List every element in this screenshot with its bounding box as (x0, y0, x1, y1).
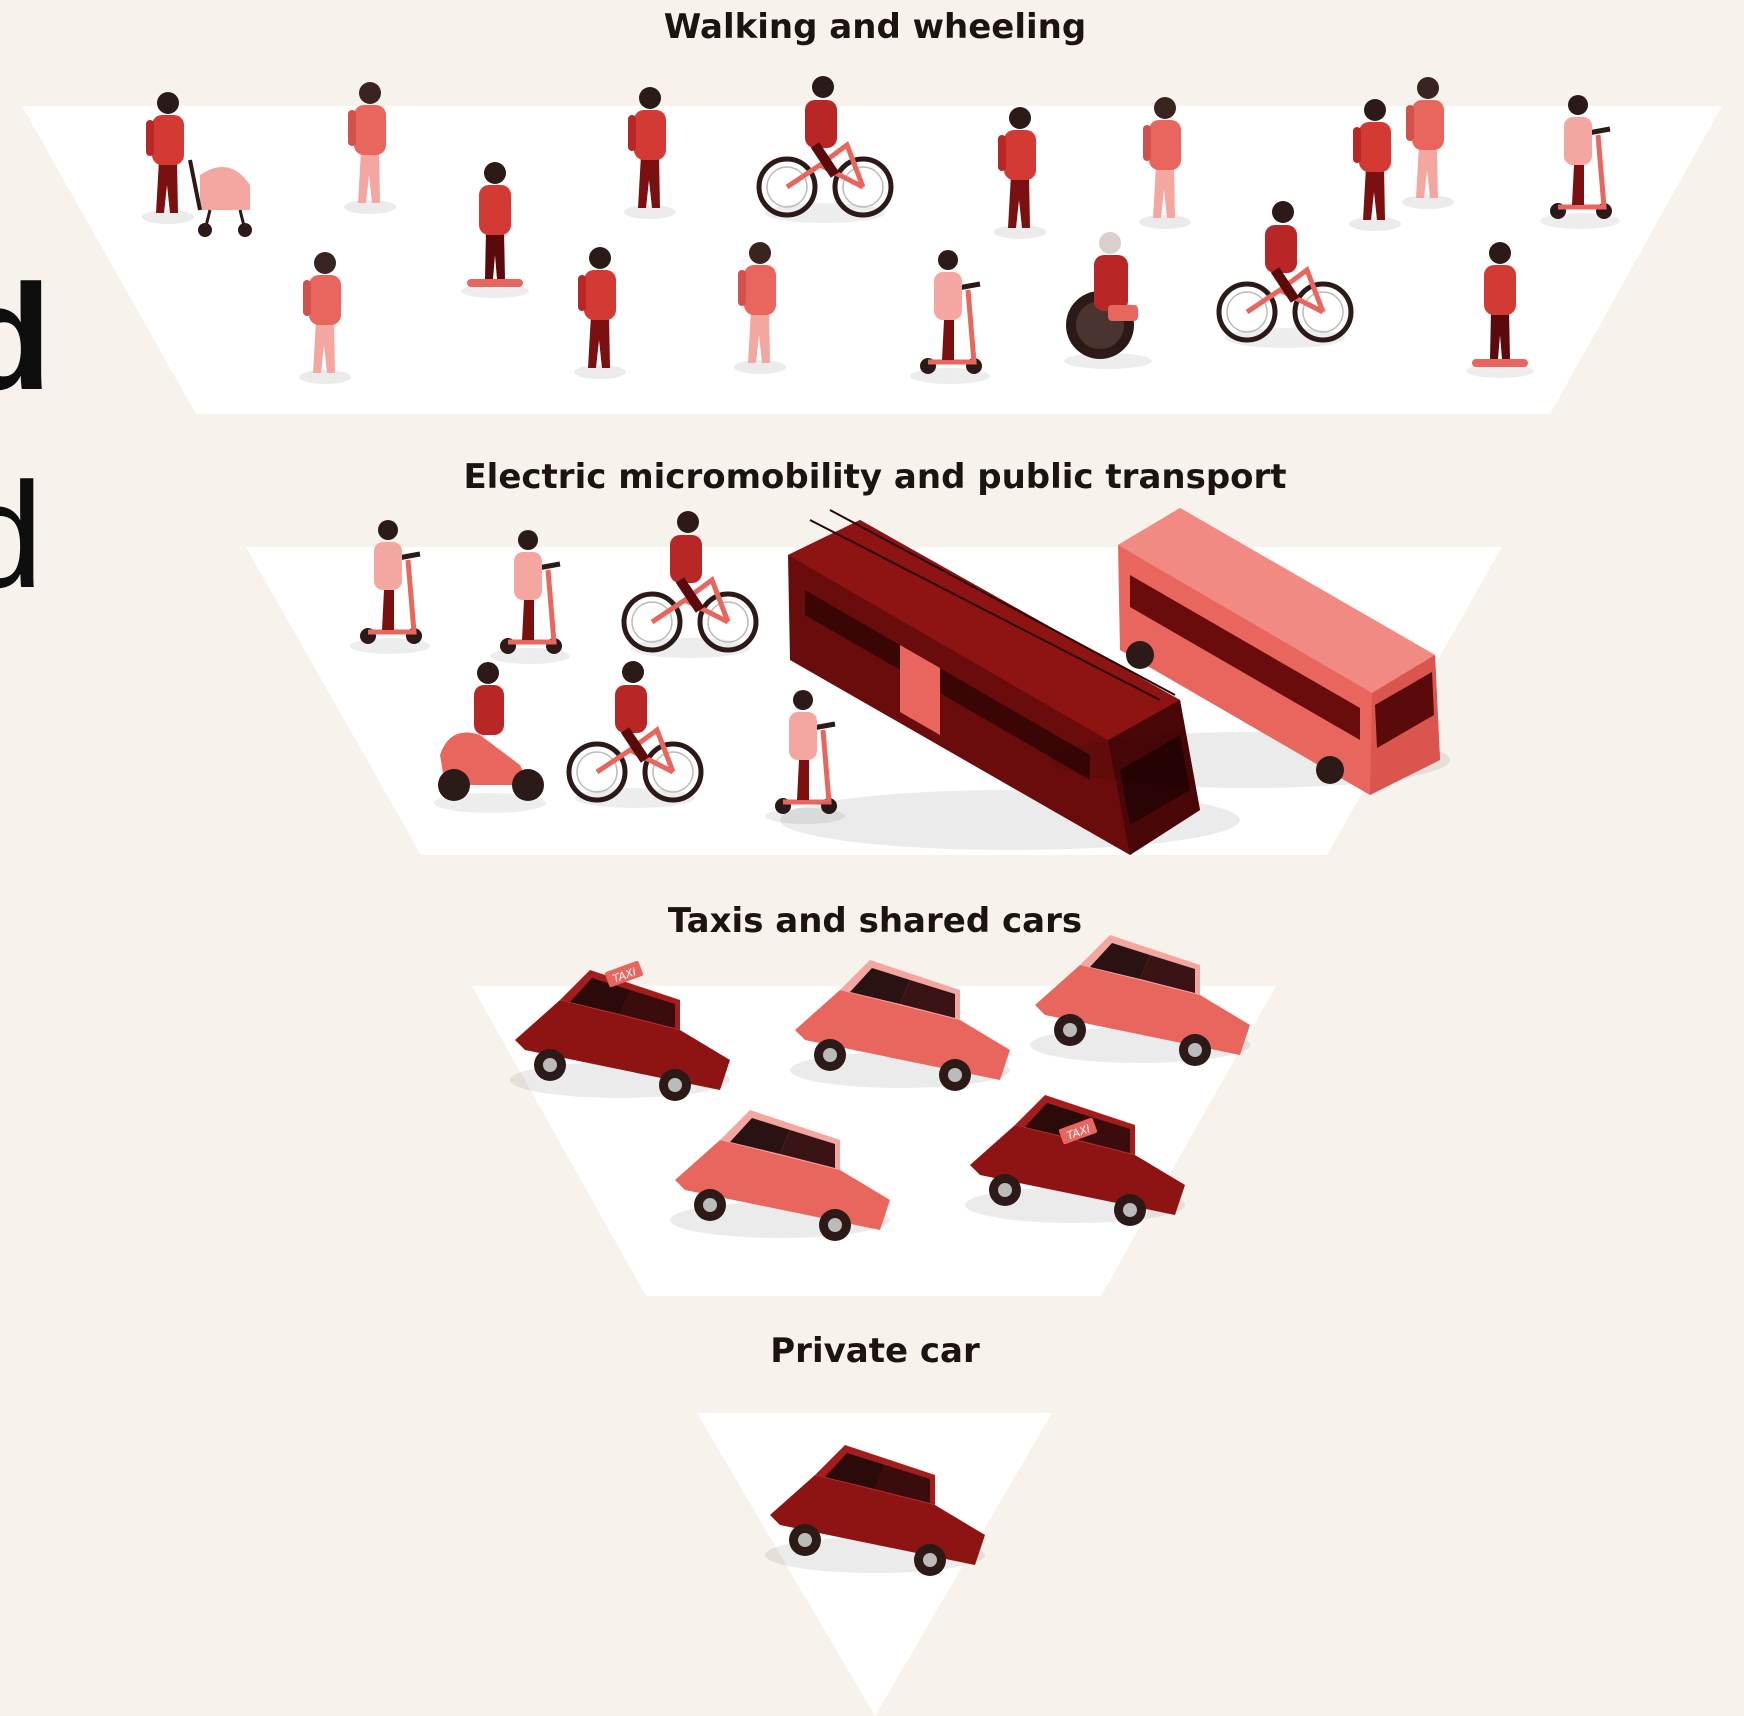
tier-4-label: Private car (770, 1331, 980, 1371)
tier-1-band (22, 106, 1722, 414)
tier-3-label: Taxis and shared cars (668, 901, 1082, 941)
tier-2-label: Electric micromobility and public transp… (463, 457, 1286, 497)
tier-1-label: Walking and wheeling (664, 7, 1086, 47)
